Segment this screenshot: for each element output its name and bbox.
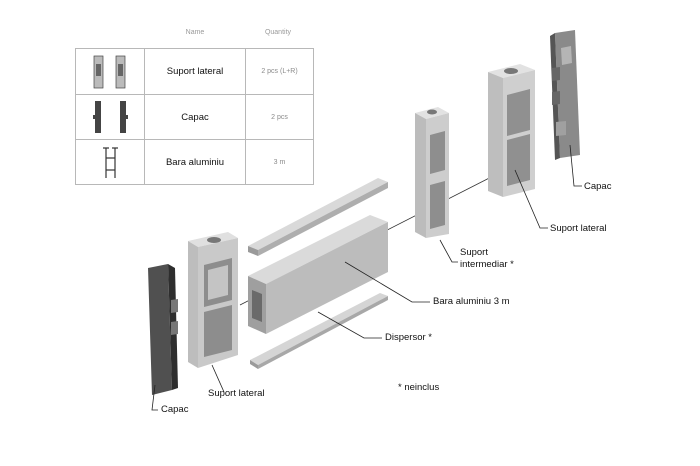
callout-bara-aluminiu: Bara aluminiu 3 m — [433, 296, 510, 307]
left-end-cap — [148, 264, 178, 395]
end-cap-icon — [76, 95, 145, 140]
row-quantity: 2 pcs (L+R) — [261, 68, 298, 75]
dispersor-profile — [250, 293, 388, 369]
aluminium-bar-icon — [76, 140, 145, 185]
footnote-neinclus: * neinclus — [398, 382, 440, 393]
parts-table: Suport lateral 2 pcs (L+R) Capac 2 pcs B… — [75, 48, 314, 185]
callout-suport-intermediar-2: intermediar * — [460, 259, 514, 270]
row-quantity: 3 m — [273, 159, 286, 166]
leader-lines — [151, 144, 582, 411]
top-cover-strip — [248, 178, 388, 256]
table-header-name: Name — [185, 29, 205, 36]
table-header-quantity: Quantity — [264, 29, 292, 36]
callout-capac-left: Capac — [161, 404, 189, 415]
row-quantity: 2 pcs — [271, 114, 288, 121]
callout-suport-lateral-left: Suport lateral — [208, 388, 265, 399]
table-row: Bara aluminiu 3 m — [76, 139, 313, 185]
left-side-support — [188, 232, 238, 368]
row-name: Suport lateral — [145, 49, 246, 94]
side-support-icon — [76, 49, 145, 94]
row-name: Bara aluminiu — [145, 140, 246, 185]
callout-capac-right: Capac — [584, 181, 612, 192]
callout-dispersor: Dispersor * — [385, 332, 432, 343]
callout-suport-intermediar-1: Suport — [460, 247, 488, 258]
right-end-cap — [550, 30, 580, 160]
aluminium-bar — [248, 215, 388, 334]
table-row: Suport lateral 2 pcs (L+R) — [76, 49, 313, 94]
callout-suport-lateral-right: Suport lateral — [550, 223, 607, 234]
right-side-support — [488, 64, 535, 197]
row-name: Capac — [145, 95, 246, 140]
table-row: Capac 2 pcs — [76, 94, 313, 140]
intermediate-support — [415, 107, 449, 238]
